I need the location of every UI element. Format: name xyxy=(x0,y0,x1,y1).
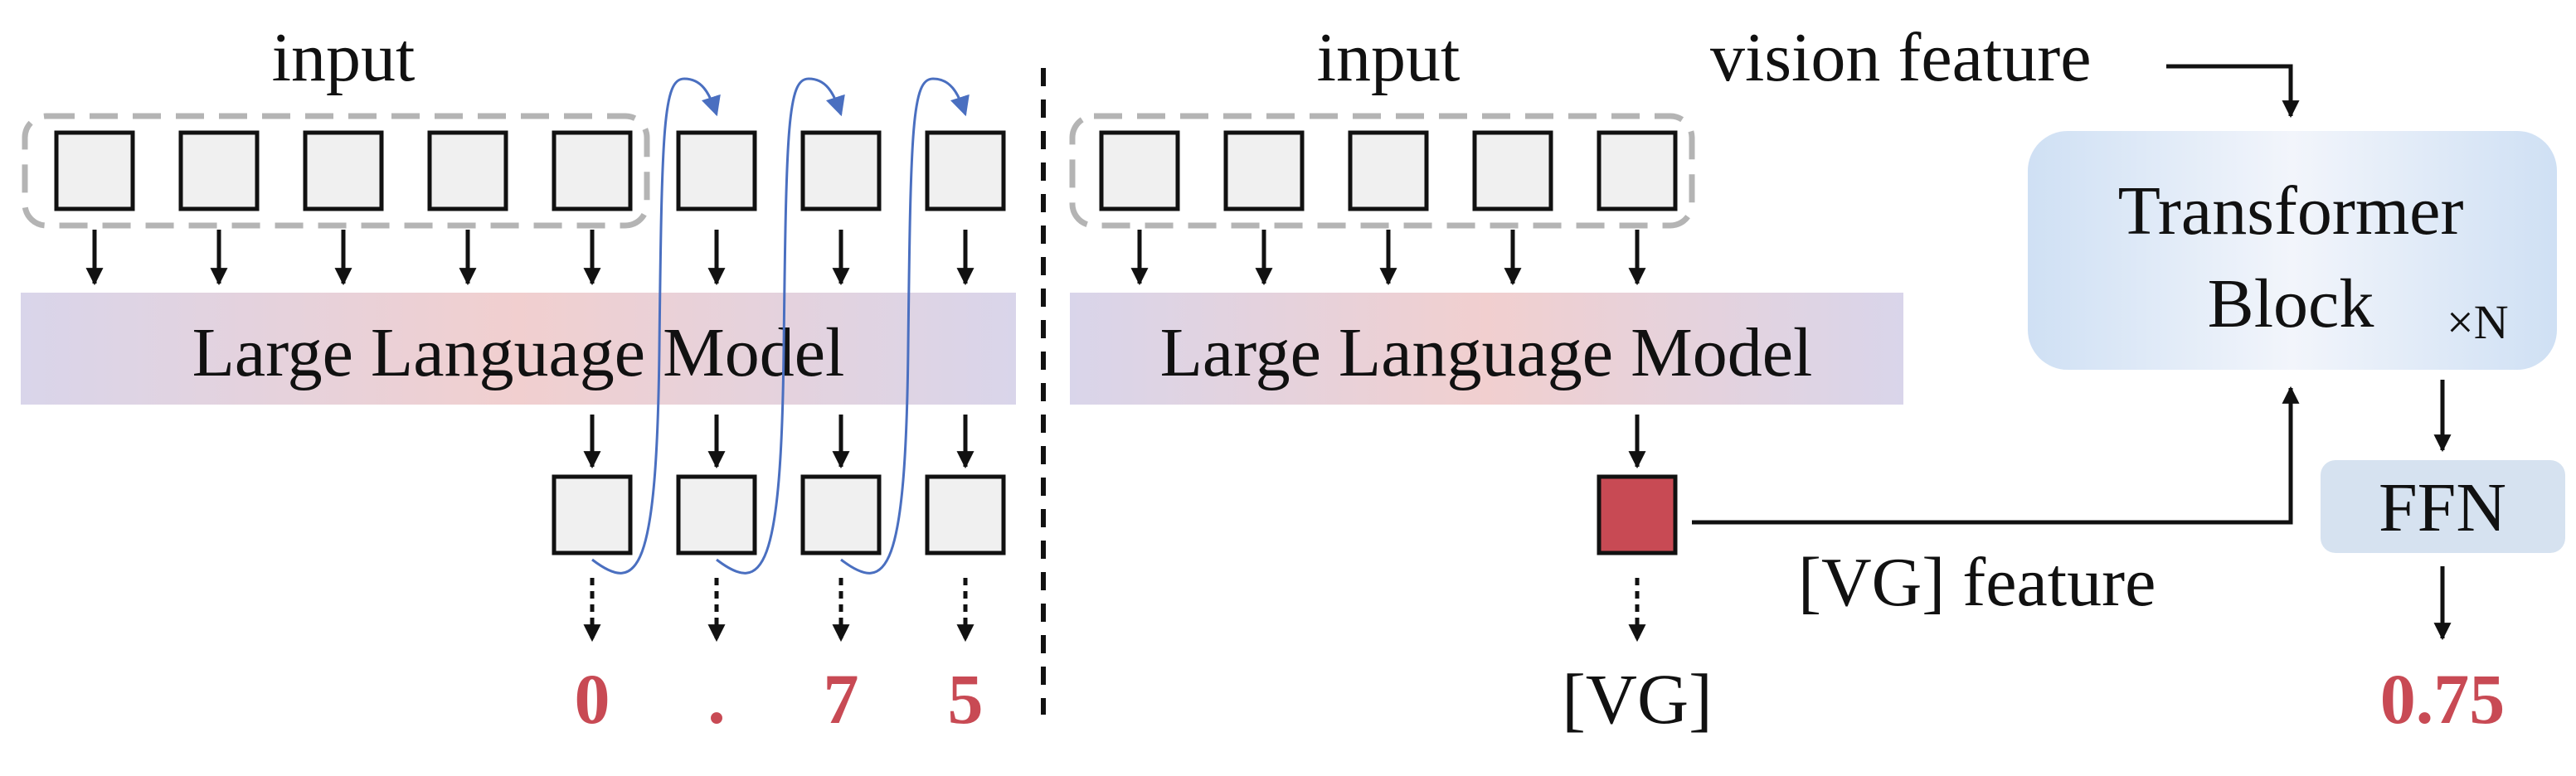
left-output-tokens xyxy=(552,474,1006,555)
output-value: 7 xyxy=(824,659,859,739)
left-llm-label: Large Language Model xyxy=(192,314,845,391)
output-value: . xyxy=(707,659,726,739)
transformer-block xyxy=(2028,131,2557,370)
feedback-curve xyxy=(591,77,721,575)
input-token xyxy=(552,130,633,211)
right-panel: input Large Language Model [VG] vision f… xyxy=(1069,19,2565,739)
right-input-tokens xyxy=(1099,130,1678,211)
vg-token xyxy=(1597,474,1678,555)
left-decode-arrows xyxy=(583,578,975,643)
input-token xyxy=(1597,130,1678,211)
vg-feature-label: [VG] feature xyxy=(1798,544,2156,621)
autoregressive-feedback-curves xyxy=(591,77,970,575)
left-panel: input Large Language Model xyxy=(21,19,1016,739)
right-llm-bar xyxy=(1070,293,1903,405)
output-token xyxy=(800,474,882,555)
output-token xyxy=(925,474,1006,555)
input-token xyxy=(1472,130,1553,211)
input-token xyxy=(1099,130,1180,211)
output-value: 5 xyxy=(948,659,984,739)
right-input-arrows xyxy=(1130,230,1646,286)
input-token xyxy=(1348,130,1429,211)
generated-input-token xyxy=(676,130,757,211)
input-token xyxy=(427,130,508,211)
left-llm-bar xyxy=(21,293,1016,405)
left-input-tokens xyxy=(54,130,1006,211)
vg-feature-arrow xyxy=(1692,386,2300,525)
left-output-values: 0 . 7 5 xyxy=(575,659,984,739)
right-input-label: input xyxy=(1317,19,1461,96)
left-output-arrows xyxy=(583,415,975,469)
left-input-label: input xyxy=(272,19,416,96)
output-token xyxy=(676,474,757,555)
feedback-curve xyxy=(716,77,845,575)
ffn-block xyxy=(2321,460,2565,553)
feedback-curve xyxy=(840,77,970,575)
output-token xyxy=(552,474,633,555)
input-token xyxy=(178,130,260,211)
transformer-label-line2: Block xyxy=(2208,265,2374,342)
generated-input-token xyxy=(925,130,1006,211)
left-input-arrows xyxy=(85,230,975,286)
left-input-group xyxy=(22,113,650,229)
vision-feature-arrow xyxy=(2166,64,2300,119)
input-token xyxy=(54,130,135,211)
transformer-label-line1: Transformer xyxy=(2118,172,2464,250)
generated-input-token xyxy=(800,130,882,211)
repeat-label: ×N xyxy=(2447,295,2509,349)
final-output-value: 0.75 xyxy=(2380,659,2506,739)
ffn-label: FFN xyxy=(2379,469,2506,546)
input-token xyxy=(1223,130,1305,211)
output-value: 0 xyxy=(575,659,610,739)
right-llm-label: Large Language Model xyxy=(1160,314,1813,391)
right-input-group xyxy=(1069,113,1695,229)
vision-feature-label: vision feature xyxy=(1710,19,2092,96)
vg-output-label: [VG] xyxy=(1562,659,1713,739)
input-token xyxy=(303,130,384,211)
